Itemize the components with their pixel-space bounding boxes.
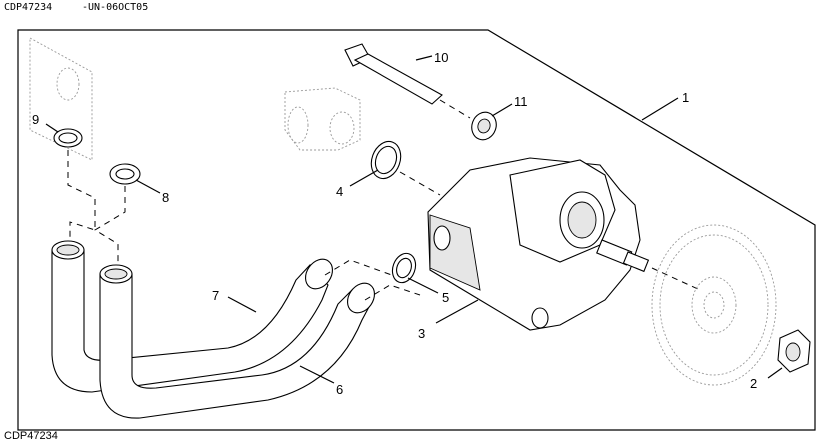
callout-4: 4 xyxy=(336,184,343,199)
centerline-o-ring-4 xyxy=(399,171,441,196)
callout-1: 1 xyxy=(682,90,689,105)
part-11-washer xyxy=(471,111,497,141)
ghost-fitting xyxy=(284,87,361,151)
callout-8: 8 xyxy=(162,190,169,205)
leader-6 xyxy=(299,365,335,384)
callout-6: 6 xyxy=(336,382,343,397)
figure-code-footer: CDP47234 xyxy=(4,430,58,442)
callout-5: 5 xyxy=(442,290,449,305)
part-6-tube xyxy=(99,264,375,419)
part-9-washer xyxy=(53,128,83,148)
centerline-shaft xyxy=(651,267,701,291)
leader-4 xyxy=(349,169,379,187)
leader-2 xyxy=(767,367,783,379)
centerline-tube-7 xyxy=(67,150,96,248)
centerline-tube-6 xyxy=(94,186,126,262)
part-8-washer xyxy=(109,163,141,185)
figure-code-header: CDP47234 xyxy=(4,2,53,13)
centerline-tube-6-right xyxy=(324,259,401,279)
leader-3 xyxy=(435,299,479,324)
leader-7 xyxy=(227,296,257,313)
callout-3: 3 xyxy=(418,326,425,341)
leader-10 xyxy=(415,55,433,61)
part-2-nut xyxy=(777,329,811,373)
part-3-pump-housing xyxy=(427,157,641,331)
leader-1 xyxy=(641,97,679,121)
background-fitting xyxy=(56,67,80,101)
part-5-o-ring xyxy=(391,252,417,284)
callout-11: 11 xyxy=(514,94,528,109)
part-7-tube xyxy=(51,240,333,393)
leader-8 xyxy=(135,179,161,194)
part-4-o-ring xyxy=(370,140,402,180)
callout-10: 10 xyxy=(434,50,448,65)
leader-11 xyxy=(491,103,513,117)
part-10-bolt xyxy=(344,43,471,119)
diagram-frame xyxy=(17,29,816,431)
callout-7: 7 xyxy=(212,288,219,303)
callout-2: 2 xyxy=(750,376,757,391)
leader-5 xyxy=(407,277,439,294)
leader-9 xyxy=(45,123,59,133)
callout-9: 9 xyxy=(32,112,39,127)
reference-code-header: -UN-06OCT05 xyxy=(82,2,149,13)
pump-shaft xyxy=(596,239,650,273)
drive-gear xyxy=(651,224,777,386)
